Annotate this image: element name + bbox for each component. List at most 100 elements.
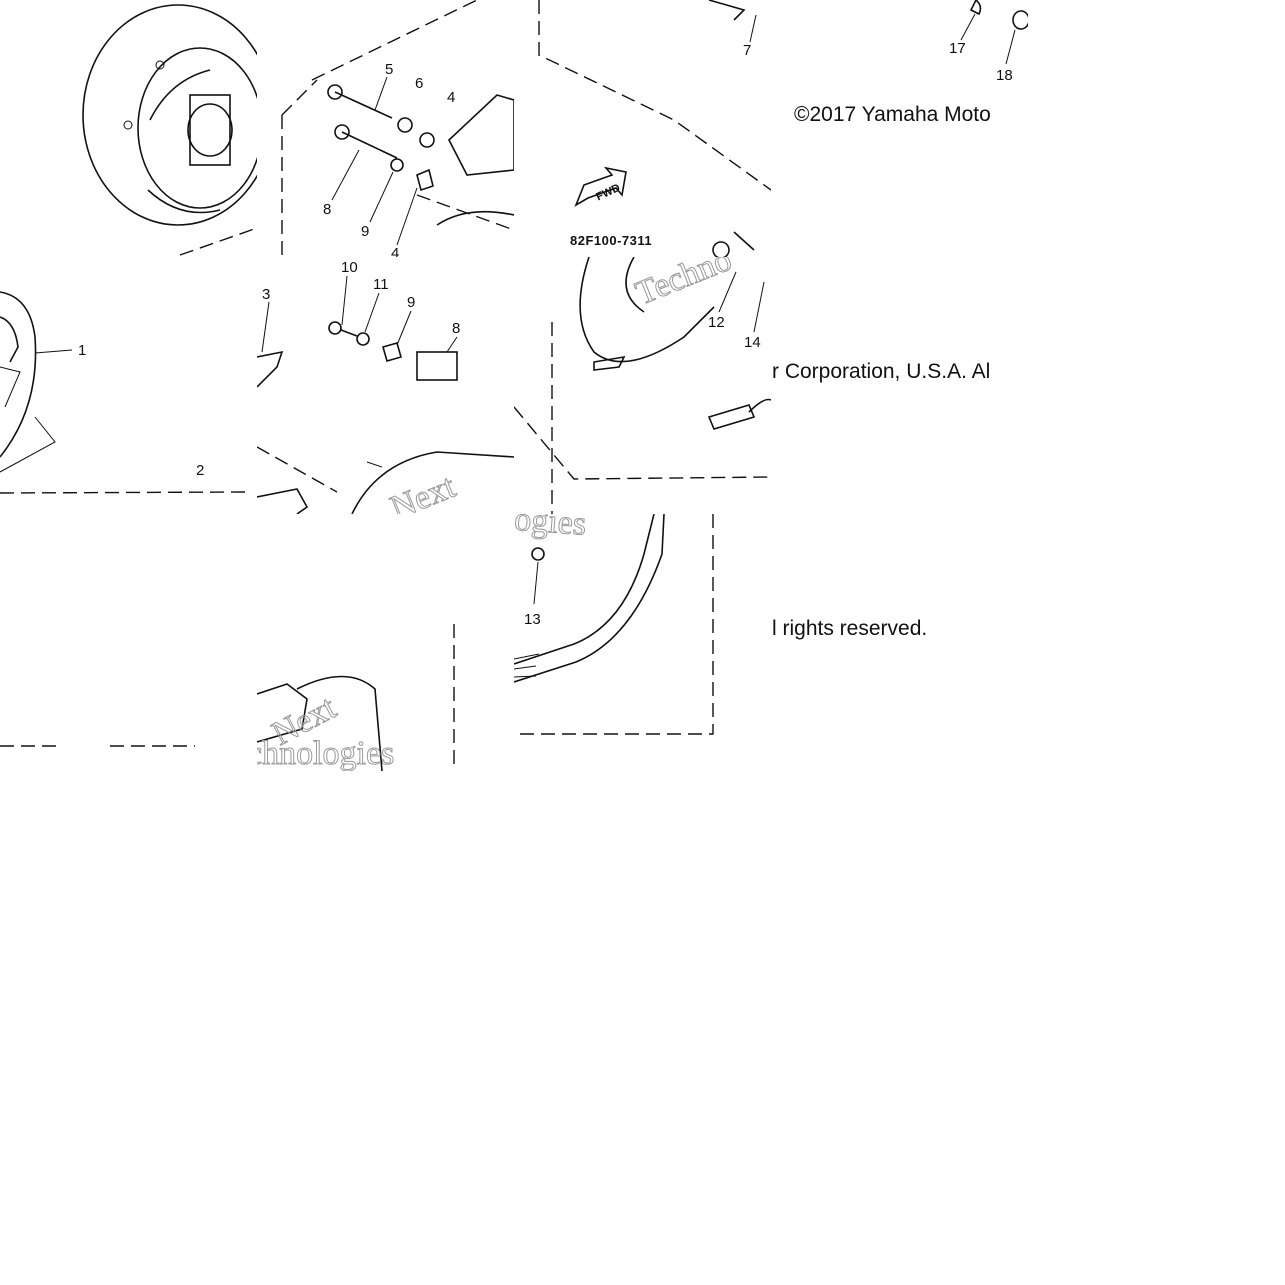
leader-16	[753, 281, 765, 333]
watermark-text: Techno	[631, 257, 737, 312]
watermark-text: Next	[385, 468, 461, 514]
frame-dashed	[538, 0, 771, 191]
callout-3: 3	[262, 286, 270, 303]
connector-10	[416, 351, 458, 381]
leader-7	[749, 14, 757, 43]
tile-base-plate: 12 14 Techno	[514, 257, 771, 514]
fwd-arrow-icon: FWD	[574, 166, 627, 207]
flywheel-bolt-hole	[155, 60, 165, 70]
pulser-body	[436, 210, 514, 226]
tile-bolts-middle: 3 10 11 9 8 Next	[257, 257, 514, 514]
callout-16: 14	[744, 334, 761, 351]
part-7-body	[708, 0, 746, 21]
washer-13	[356, 332, 370, 346]
washer-18	[1012, 10, 1028, 30]
stator-coil-edge	[0, 366, 21, 408]
screw-15	[531, 547, 545, 561]
tile-washers: 17 18	[771, 0, 1028, 100]
watermark-text: chnologies	[257, 735, 394, 771]
flywheel-hub	[187, 103, 233, 157]
part-number: 82F100-7311	[570, 233, 652, 248]
stator-coil	[0, 316, 19, 363]
pulser-body	[257, 683, 308, 743]
leader-13	[364, 292, 380, 333]
washer-4	[419, 132, 435, 148]
leader-1	[34, 349, 73, 354]
harness-drawing: 13 ogies	[514, 514, 714, 735]
bolt-8-head	[334, 124, 350, 140]
callout-10: 8	[452, 320, 460, 337]
washer-9	[390, 158, 404, 172]
flywheel-inner-rim	[137, 47, 257, 209]
washer-6	[397, 117, 413, 133]
base-plate-drawing: 12 14 Techno	[514, 257, 771, 514]
bolt-5	[334, 91, 393, 119]
copyright-line-1: ©2017 Yamaha Moto	[794, 103, 991, 126]
callout-13: 11	[373, 276, 389, 293]
callout-14: 12	[708, 314, 725, 331]
copyright-line-2: r Corporation, U.S.A. Al	[772, 360, 991, 383]
callout-6: 6	[415, 75, 423, 92]
leader-8	[331, 149, 360, 201]
callout-12: 10	[341, 259, 358, 276]
lead-wire	[748, 398, 771, 413]
frame-dashed	[311, 0, 478, 81]
pulser-drawing: Next chnologies	[257, 624, 455, 771]
leader-5	[374, 76, 388, 111]
base-plate-detail	[366, 461, 383, 468]
frame-dashed	[514, 406, 771, 480]
frame-dashed	[0, 491, 246, 494]
stator-frame	[0, 416, 56, 473]
stator-drawing: 1 2	[0, 291, 246, 494]
tile-bolts-upper: 5 6 4 8 9 4	[257, 0, 514, 257]
bolt-14-head	[712, 241, 730, 257]
bolt-8	[341, 131, 398, 159]
watermark-text: ogies	[514, 514, 587, 543]
flywheel-outer-rim	[82, 4, 257, 226]
leader-dashed	[179, 227, 257, 256]
tile-harness: 13 ogies	[514, 514, 716, 736]
wire-ends	[514, 653, 540, 678]
frame-dashed	[416, 194, 514, 231]
base-plate-inner	[625, 257, 645, 313]
coil-body	[257, 488, 309, 514]
flywheel-drawing	[82, 4, 257, 256]
callout-4: 4	[447, 89, 455, 106]
flywheel-edge-line-lower	[147, 189, 221, 214]
callout-9: 9	[361, 223, 369, 240]
leader-3	[261, 301, 270, 353]
flywheel-bolt-hole	[123, 120, 133, 130]
fwd-label: FWD	[594, 182, 622, 203]
screw-12	[328, 321, 342, 335]
bolt-5-head	[327, 84, 343, 100]
flywheel-magnet	[189, 94, 231, 166]
copyright-line-3: l rights reserved.	[772, 617, 928, 640]
callout-15: 13	[524, 611, 541, 628]
tile-left-lower	[0, 514, 257, 771]
leader-14	[718, 271, 737, 313]
callout-17: 17	[949, 40, 966, 57]
leader-9	[369, 171, 394, 223]
callout-1: 1	[78, 342, 86, 359]
tile-pulser: Next chnologies	[257, 514, 457, 771]
coil-3	[257, 350, 284, 388]
clip-4	[416, 168, 434, 192]
callout-11: 9	[407, 294, 415, 311]
tile-stator: 1 2	[0, 257, 257, 514]
bolts-upper-drawing: 5 6 4 8 9 4	[281, 0, 514, 257]
leader-15	[533, 561, 539, 605]
pulser-lead	[296, 675, 383, 771]
frame-dashed	[257, 446, 338, 493]
base-plate-slot	[593, 355, 626, 371]
tile-fwd: 7 FWD 82F100-7311	[514, 0, 771, 257]
base-plate-ring	[579, 257, 715, 363]
leader-17	[960, 13, 976, 41]
leader-stub	[733, 231, 755, 251]
screw-12-shank	[340, 329, 358, 337]
callout-8: 8	[323, 201, 331, 218]
leader-12	[341, 275, 348, 326]
callout-2: 2	[196, 462, 204, 479]
wire-harness	[514, 514, 655, 665]
callout-18: 18	[996, 67, 1013, 84]
